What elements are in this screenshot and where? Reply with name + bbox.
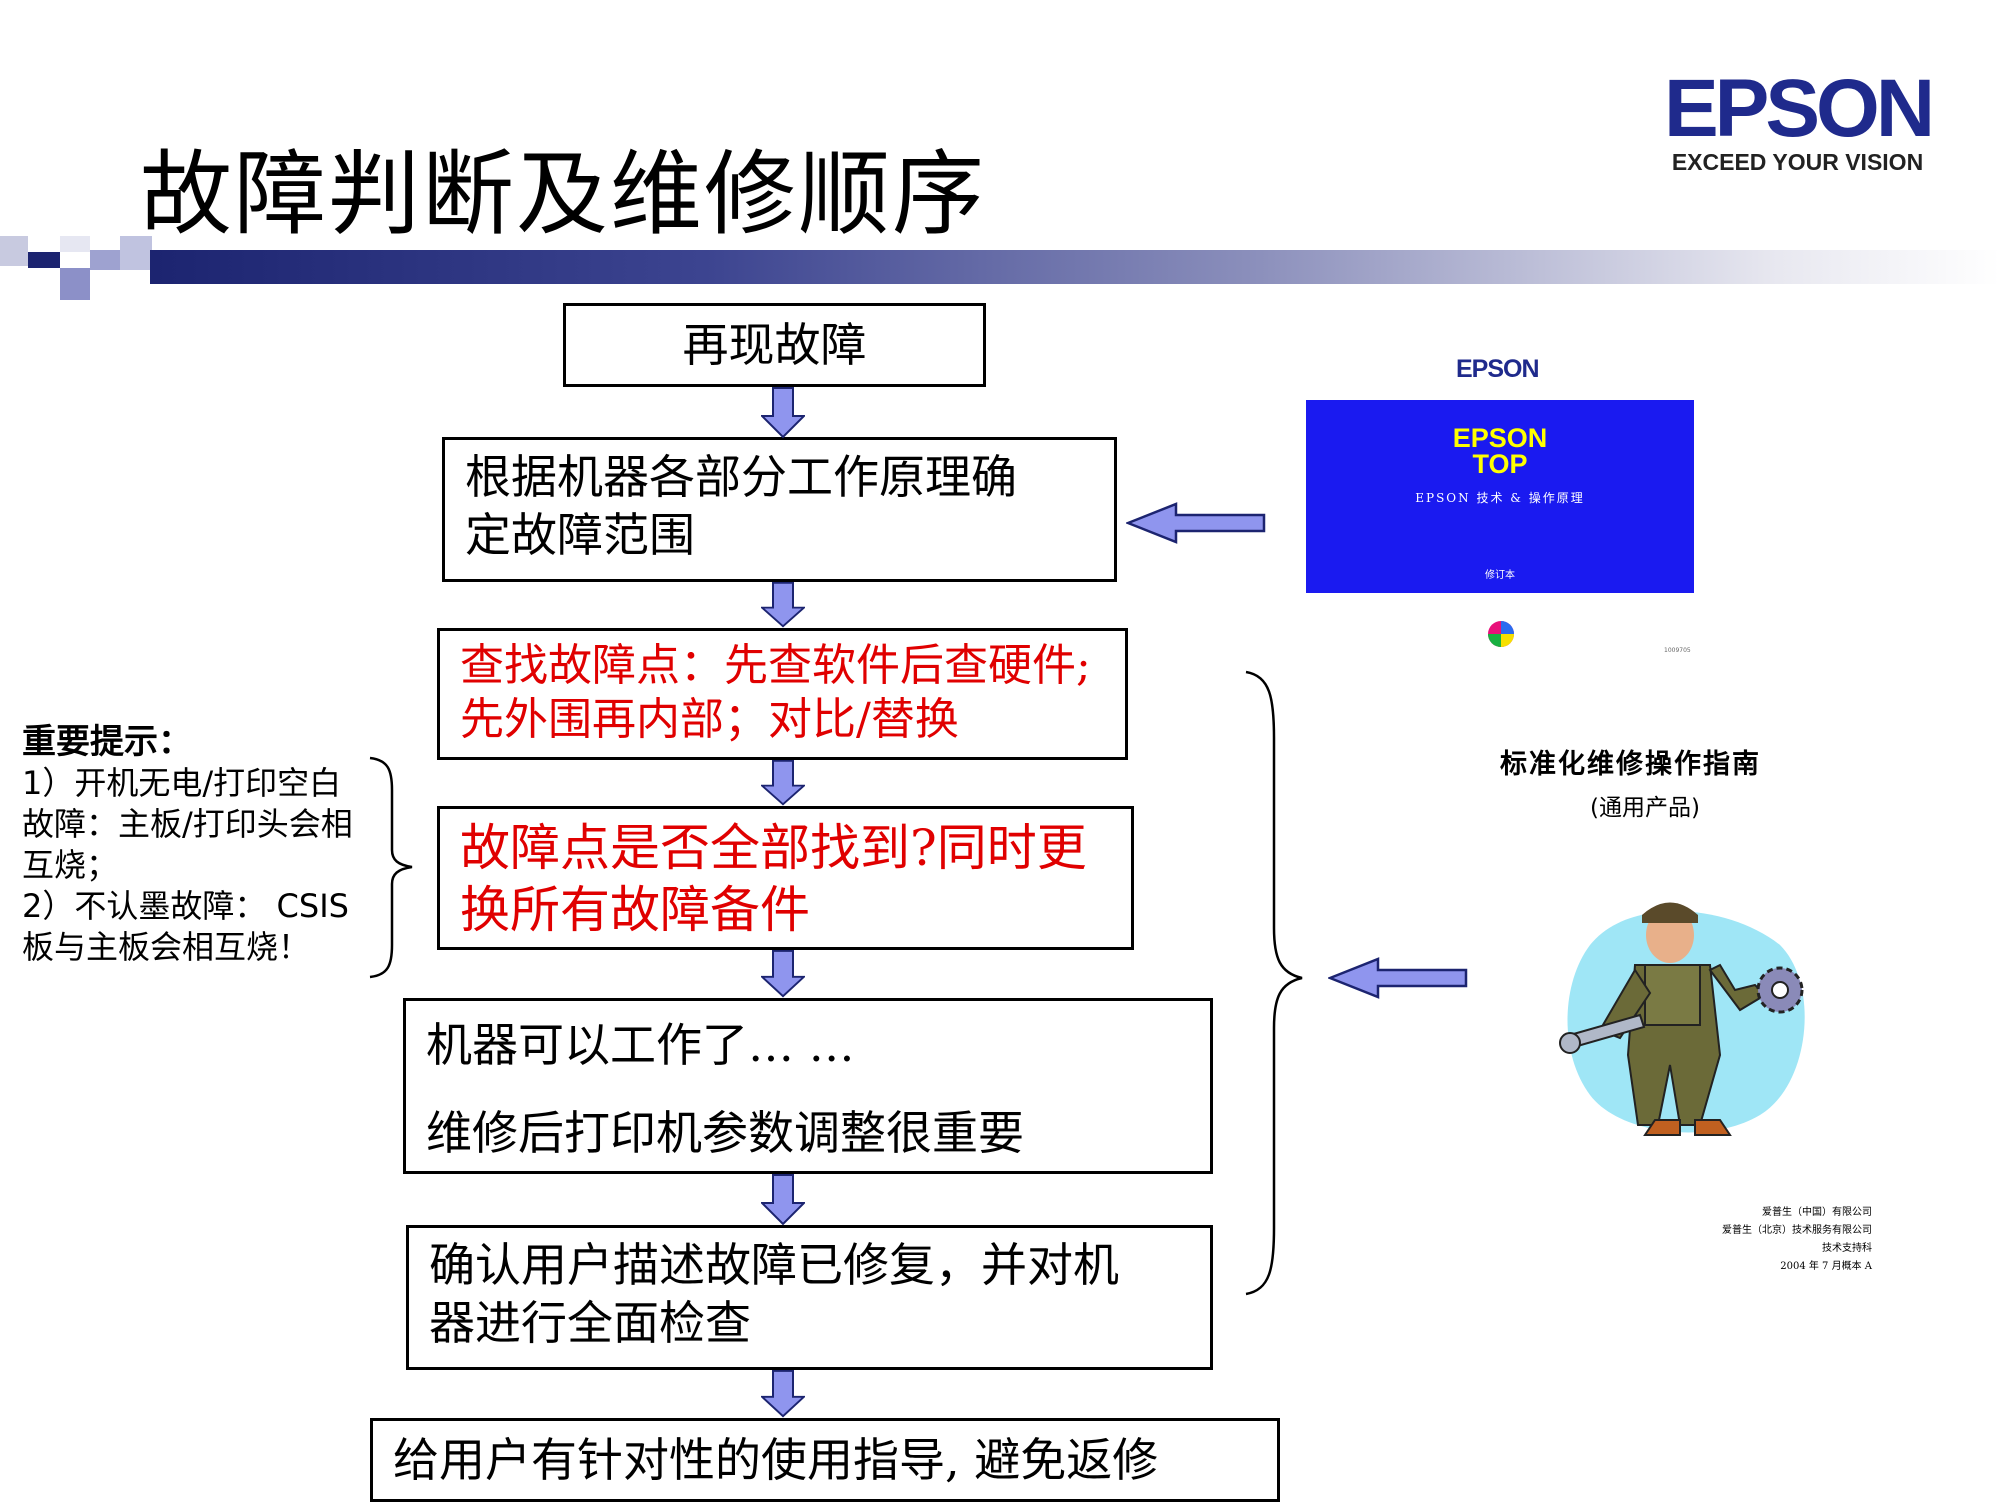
mechanic-clipart xyxy=(1559,902,1805,1136)
down-arrow-icon xyxy=(761,1174,805,1226)
note-line: 1）开机无电/打印空白 xyxy=(22,764,342,802)
company-info: 爱普生（中国）有限公司 爱普生（北京）技术服务有限公司 技术支持科 2004 年… xyxy=(1620,1204,1872,1276)
logo-tagline: EXCEED YOUR VISION xyxy=(1671,149,1924,175)
flow-step-text: 换所有故障备件 xyxy=(460,881,810,939)
cover-title-1: EPSON xyxy=(1452,423,1548,453)
note-line: 互烧； xyxy=(22,846,119,884)
important-note: 重要提示： 1）开机无电/打印空白 故障：主板/打印头会相 互烧； 2）不认墨故… xyxy=(22,722,372,968)
company-line: 爱普生（北京）技术服务有限公司 xyxy=(1722,1225,1872,1236)
left-brace xyxy=(369,756,413,979)
flow-step-6: 确认用户描述故障已修复，并对机 器进行全面检查 xyxy=(406,1225,1213,1370)
flow-step-text: 维修后打印机参数调整很重要 xyxy=(426,1106,1024,1160)
flow-step-text: 故障点是否全部找到?同时更 xyxy=(460,819,1087,877)
manual-cover: EPSON TOP EPSON 技术 & 操作原理 修订本 xyxy=(1306,400,1694,593)
down-arrow-icon xyxy=(761,950,805,998)
slide-title: 故障判断及维修顺序 xyxy=(140,141,987,248)
flow-step-3: 查找故障点：先查软件后查硬件; 先外围再内部；对比/替换 xyxy=(437,628,1128,760)
company-line: 爱普生（中国）有限公司 xyxy=(1762,1207,1872,1218)
flow-step-text: 给用户有针对性的使用指导, 避免返修 xyxy=(393,1433,1159,1487)
down-arrow-icon xyxy=(761,760,805,806)
guide-subtitle: (通用产品) xyxy=(1590,795,1700,821)
epson-logo: EPSON EXCEED YOUR VISION xyxy=(1655,63,1940,176)
note-line: 2）不认墨故障： CSIS xyxy=(22,887,349,925)
cover-brand: EPSON xyxy=(1456,355,1540,383)
flow-step-1: 再现故障 xyxy=(563,303,986,387)
header-gradient-bar xyxy=(150,250,2000,284)
cover-code: 1009705 xyxy=(1664,647,1691,654)
flow-step-text: 先外围再内部；对比/替换 xyxy=(460,694,959,745)
flow-step-text: 查找故障点：先查软件后查硬件; xyxy=(460,640,1091,691)
flow-step-text: 再现故障 xyxy=(682,318,867,372)
flow-step-4: 故障点是否全部找到?同时更 换所有故障备件 xyxy=(437,806,1134,950)
color-logo-icon xyxy=(1488,621,1514,647)
right-brace xyxy=(1245,670,1303,1296)
guide-title: 标准化维修操作指南 xyxy=(1500,749,1761,780)
down-arrow-icon xyxy=(761,1370,805,1418)
flow-step-text: 根据机器各部分工作原理确 xyxy=(465,450,1017,504)
flow-step-text: 确认用户描述故障已修复，并对机 xyxy=(429,1238,1119,1292)
company-line: 技术支持科 xyxy=(1822,1243,1872,1254)
left-arrow-icon xyxy=(1328,957,1468,999)
flow-step-text: 定故障范围 xyxy=(465,508,695,562)
cover-subtitle: EPSON 技术 & 操作原理 xyxy=(1415,491,1585,505)
flow-step-2: 根据机器各部分工作原理确 定故障范围 xyxy=(442,437,1117,582)
logo-brand: EPSON xyxy=(1663,63,1935,154)
note-heading: 重要提示： xyxy=(22,722,192,762)
company-line: 2004 年 7 月概本 A xyxy=(1780,1261,1872,1272)
down-arrow-icon xyxy=(761,582,805,628)
cover-edition: 修订本 xyxy=(1485,570,1515,581)
left-arrow-icon xyxy=(1126,502,1266,544)
flow-step-7: 给用户有针对性的使用指导, 避免返修 xyxy=(370,1418,1280,1502)
flow-step-text: 机器可以工作了… … xyxy=(426,1018,855,1072)
note-line: 故障：主板/打印头会相 xyxy=(22,805,353,843)
flow-step-5: 机器可以工作了… … 维修后打印机参数调整很重要 xyxy=(403,998,1213,1174)
flow-step-text: 器进行全面检查 xyxy=(429,1296,751,1350)
note-line: 板与主板会相互烧！ xyxy=(22,928,311,966)
down-arrow-icon xyxy=(761,387,805,439)
cover-title-2: TOP xyxy=(1472,449,1528,479)
